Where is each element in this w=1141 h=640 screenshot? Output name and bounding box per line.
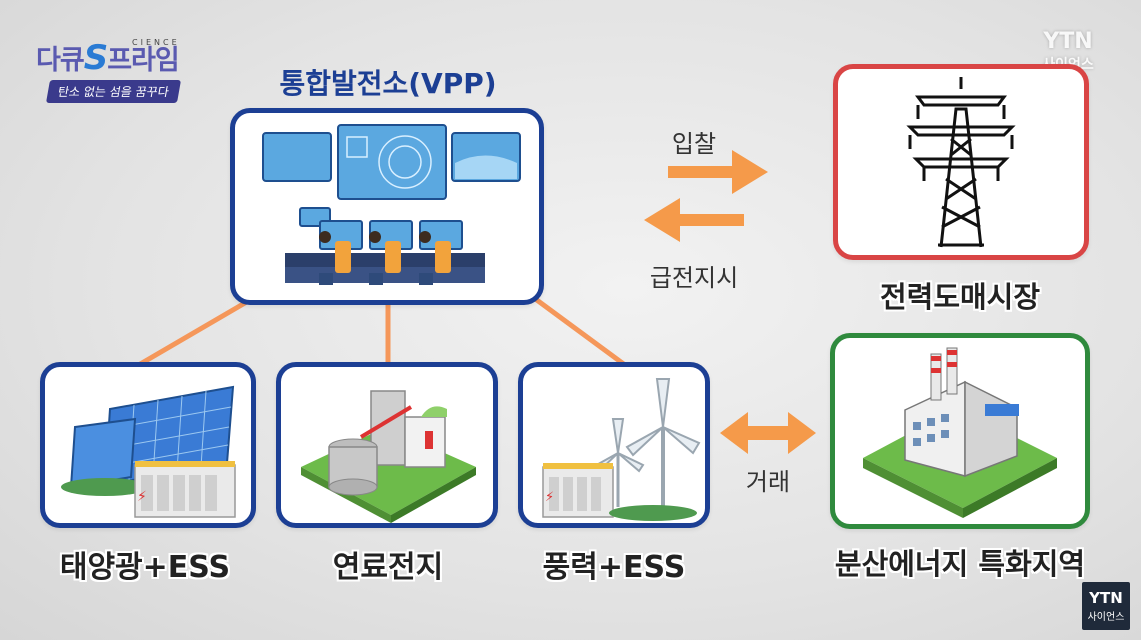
vpp-box	[230, 108, 544, 305]
svg-text:⚡: ⚡	[137, 489, 147, 505]
trade-double-arrow-icon	[720, 412, 816, 454]
watermark-name: YTN	[1043, 29, 1093, 54]
fuel-cell-label: 연료전지	[332, 550, 444, 585]
wind-ess-box: ⚡	[518, 362, 710, 528]
fuel-cell-plant-illustration	[301, 390, 476, 523]
brand-science-tag: CIENCE	[132, 38, 180, 47]
badge-name: YTN	[1089, 589, 1123, 607]
connector-wind	[528, 292, 627, 368]
power-plant-illustration	[863, 347, 1057, 518]
brand-title-part2: 프라임	[107, 45, 180, 76]
bid-label: 입찰	[671, 130, 717, 158]
svg-text:⚡: ⚡	[545, 490, 554, 505]
bid-arrow-icon	[668, 150, 768, 194]
fuel-cell-box	[276, 362, 498, 528]
brand-title-part1: 다큐	[36, 45, 85, 76]
brand-subtitle: 탄소 없는 섬을 꿈꾸다	[45, 80, 181, 103]
distributed-energy-region-box	[830, 333, 1090, 529]
trade-label: 거래	[745, 468, 791, 496]
dispatch-arrow-icon	[644, 198, 744, 242]
solar-ess-label: 태양광+ESS	[59, 550, 231, 585]
power-market-box	[833, 64, 1089, 260]
distributed-energy-region-label: 분산에너지 특화지역	[834, 547, 1086, 581]
control-room-illustration	[262, 124, 521, 285]
solar-ess-box: ⚡	[40, 362, 256, 528]
wind-ess-label: 풍력+ESS	[542, 550, 686, 585]
transmission-tower-icon	[906, 77, 1016, 248]
wind-turbine-illustration: ⚡	[542, 378, 701, 521]
ytn-badge-bottom: YTN 사이언스	[1082, 582, 1130, 630]
show-brand-logo: 다큐S프라임 CIENCE 탄소 없는 섬을 꿈꾸다	[36, 38, 216, 106]
power-market-label: 전력도매시장	[879, 280, 1041, 314]
connector-solar	[128, 297, 252, 373]
vpp-title: 통합발전소(VPP)	[279, 67, 497, 100]
dispatch-label: 급전지시	[649, 264, 739, 292]
brand-title-letter: S	[83, 38, 108, 78]
solar-panel-illustration: ⚡	[61, 385, 236, 518]
badge-sub: 사이언스	[1087, 612, 1125, 623]
